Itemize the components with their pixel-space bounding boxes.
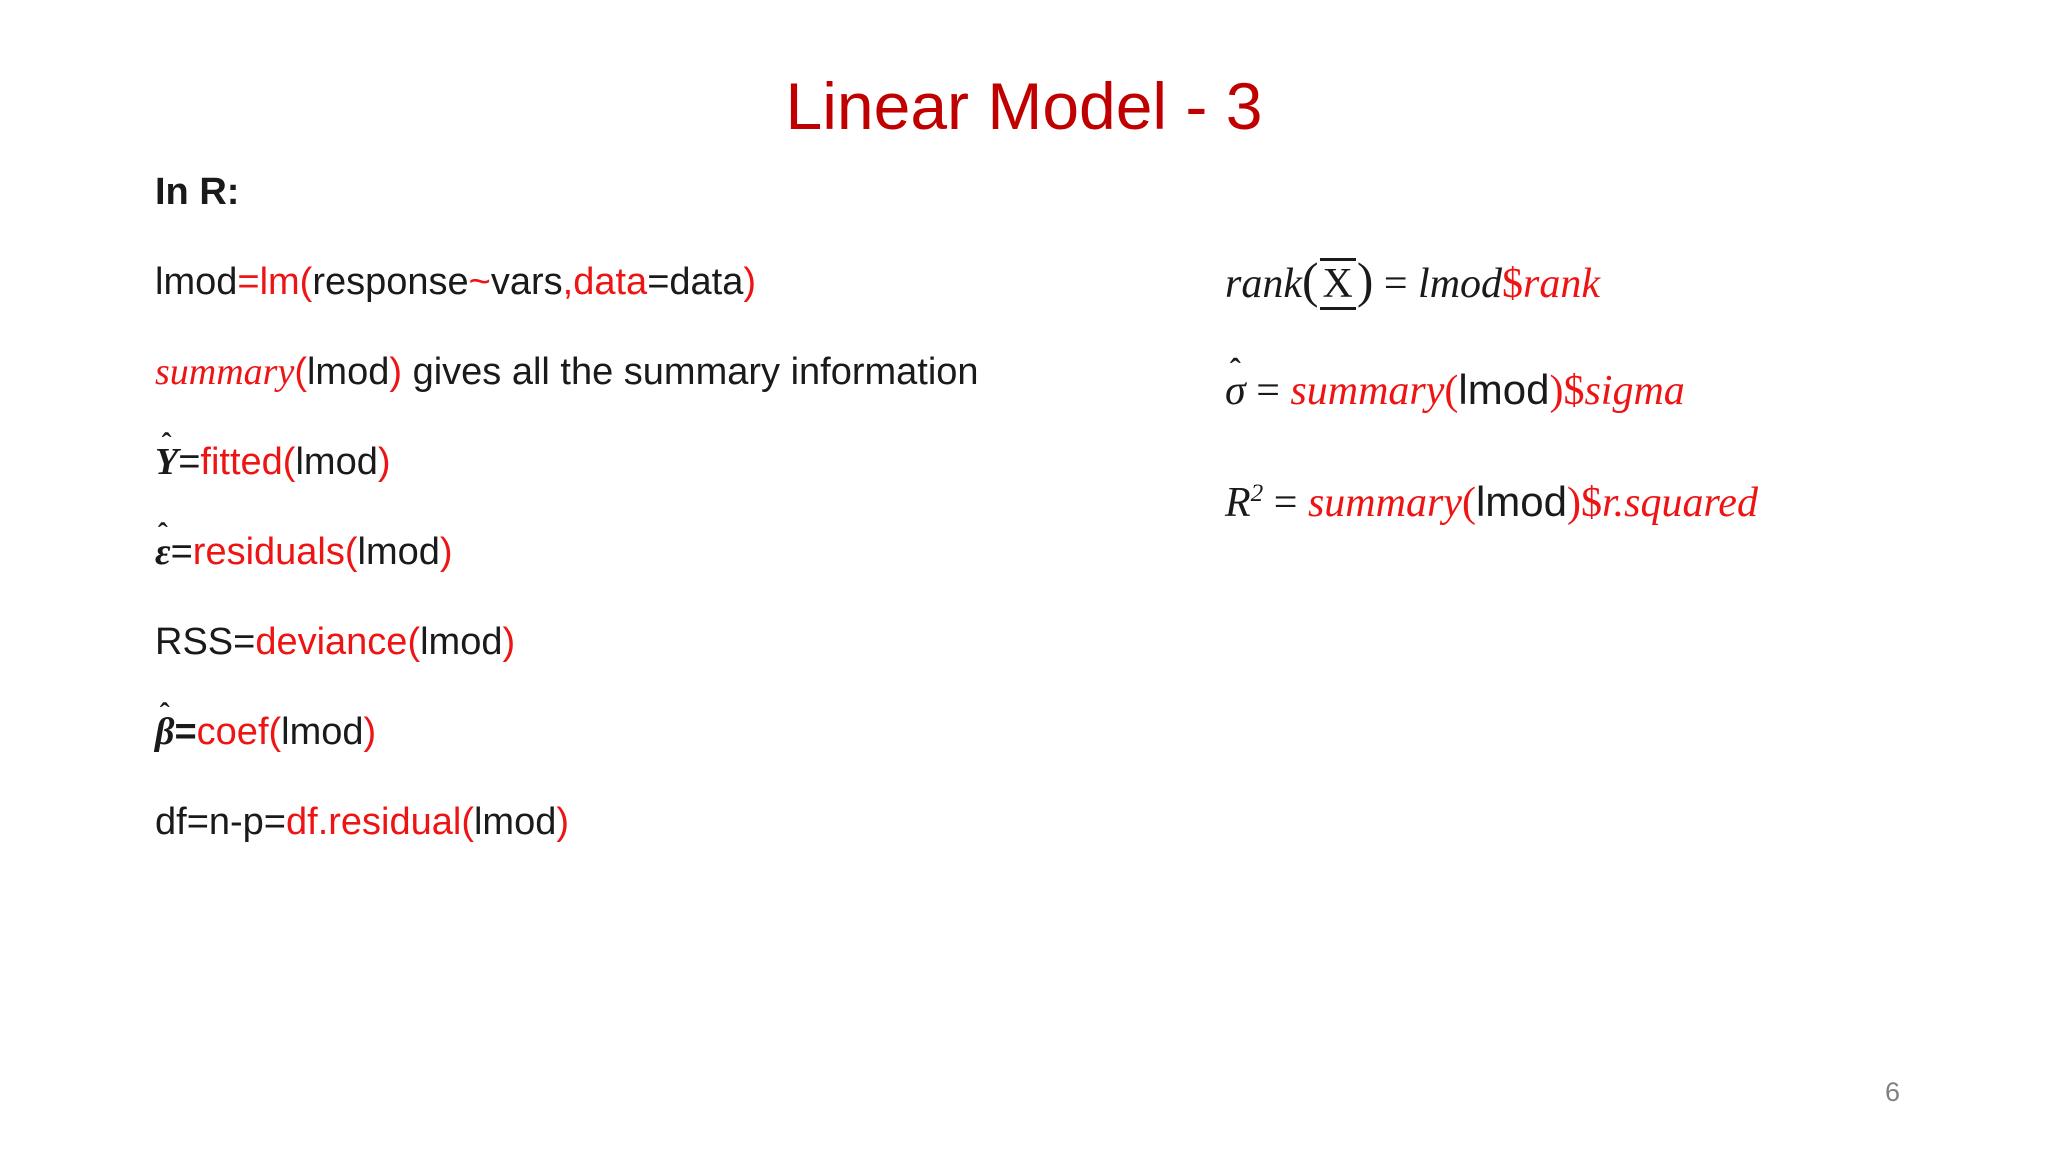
code-segment: lmod	[155, 261, 238, 303]
math-line-rank: rank(X) = lmod$rank	[1225, 256, 1758, 311]
page-number: 6	[1884, 1077, 1900, 1107]
code-segment: residuals(	[192, 531, 358, 573]
hat-accent: ˆ	[157, 518, 168, 551]
in-r-heading: In R:	[155, 171, 240, 213]
code-line-df-residual: df=n-p=df.residual(lmod)	[155, 802, 979, 842]
code-segment: )	[363, 711, 377, 753]
math-segment: lmod	[1418, 261, 1503, 307]
code-segment: =	[174, 711, 197, 753]
code-segment: ε	[155, 531, 171, 573]
code-segment: lmod	[306, 351, 390, 393]
code-segment: fitted(	[200, 441, 296, 483]
x-matrix-symbol: X	[1319, 258, 1356, 311]
math-segment: =	[1245, 368, 1291, 415]
code-segment: =	[170, 531, 193, 573]
code-segment: deviance(	[255, 621, 421, 663]
code-segment: ,data	[562, 261, 648, 303]
code-segment: )	[377, 441, 391, 483]
code-line-lmod-lm: lmod=lm(response~vars,data=data)	[155, 262, 979, 302]
math-segment: σ	[1225, 368, 1246, 415]
math-segment: )	[1549, 368, 1564, 415]
left-column: In R: lmod=lm(response~vars,data=data) s…	[155, 172, 979, 892]
code-line-summary: summary(lmod) gives all the summary info…	[155, 352, 979, 392]
code-segment: RSS=	[155, 621, 256, 663]
code-segment: Y	[155, 441, 179, 483]
code-segment: lmod	[420, 621, 503, 663]
code-segment: ~	[468, 261, 491, 303]
math-segment: summary	[1307, 480, 1462, 527]
code-line-deviance: RSS=deviance(lmod)	[155, 622, 979, 662]
math-segment: (	[1461, 480, 1476, 527]
math-segment: )	[1566, 480, 1581, 527]
code-segment: )	[502, 621, 516, 663]
code-segment: lmod	[473, 801, 557, 843]
math-segment: sigma	[1584, 368, 1685, 415]
code-segment: (	[294, 351, 307, 393]
math-segment: rank	[1225, 261, 1302, 307]
math-segment: summary	[1290, 368, 1445, 415]
math-segment: rank	[1523, 261, 1601, 307]
math-segment: r.squared	[1601, 480, 1758, 527]
math-segment: )	[1356, 253, 1374, 308]
math-line-rsquared: R2 = summary(lmod)$r.squared	[1225, 471, 1758, 527]
math-segment: $	[1563, 368, 1585, 415]
code-segment: vars	[490, 261, 563, 303]
code-segment: response	[312, 261, 469, 303]
math-segment: =	[1373, 261, 1419, 307]
math-segment: =	[1263, 480, 1308, 527]
slide-title: Linear Model - 3	[785, 69, 1263, 143]
code-segment: gives all the summary information	[402, 351, 979, 393]
code-segment: =data	[647, 261, 744, 303]
code-segment: df=n-p=	[155, 801, 286, 843]
math-segment: lmod	[1475, 478, 1567, 526]
code-segment: )	[439, 531, 453, 573]
code-segment: =	[178, 441, 201, 483]
code-segment: =lm(	[237, 261, 313, 303]
code-segment: lmod	[281, 711, 364, 753]
code-segment: )	[556, 801, 570, 843]
math-segment: (	[1302, 253, 1319, 308]
math-segment: R	[1225, 480, 1251, 527]
hat-accent: ˆ	[159, 698, 170, 731]
code-segment: )	[389, 351, 403, 393]
math-segment: (	[1444, 368, 1459, 415]
code-segment: summary	[155, 351, 295, 393]
math-segment: $	[1580, 480, 1602, 527]
code-segment: df.residual(	[286, 801, 474, 843]
hat-accent: ˆ	[1229, 353, 1241, 389]
code-segment: lmod	[295, 441, 378, 483]
hat-accent: ˆ	[161, 428, 172, 461]
code-segment: coef(	[196, 711, 282, 753]
code-segment: β	[155, 711, 175, 753]
code-segment: lmod	[357, 531, 440, 573]
math-superscript: 2	[1250, 480, 1264, 508]
math-segment: lmod	[1458, 366, 1550, 414]
code-segment: )	[743, 261, 756, 303]
math-segment: $	[1502, 261, 1524, 307]
